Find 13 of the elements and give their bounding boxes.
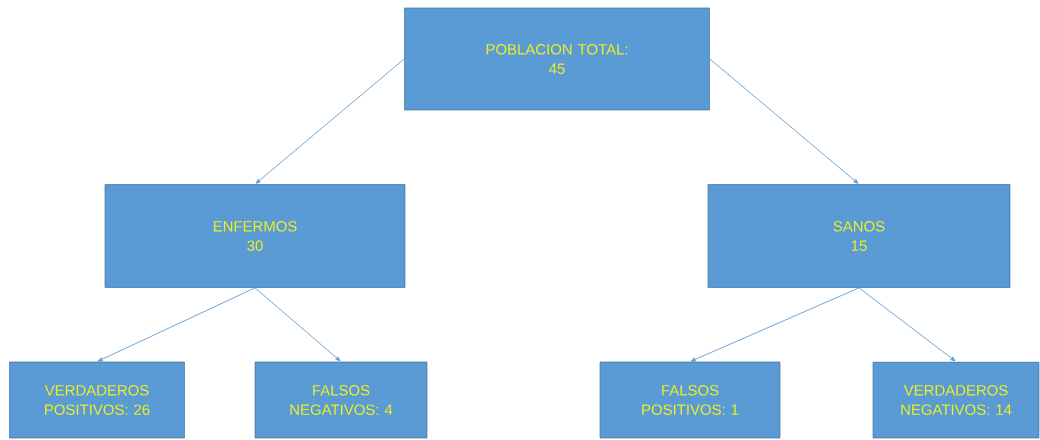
arrow	[690, 287, 860, 362]
process-box: VERDADEROS POSITIVOS: 26	[9, 361, 185, 439]
process-box: SANOS 15	[707, 184, 1011, 288]
arrow	[255, 58, 405, 184]
process-box: ENFERMOS 30	[104, 184, 406, 288]
process-box: FALSOS POSITIVOS: 1	[599, 361, 781, 439]
process-box: FALSOS NEGATIVOS: 4	[254, 361, 428, 439]
arrow	[709, 58, 859, 184]
arrow	[254, 287, 341, 362]
arrow	[858, 287, 956, 362]
process-box: VERDADEROS NEGATIVOS: 14	[872, 361, 1040, 439]
arrow	[97, 287, 256, 362]
process-box: POBLACION TOTAL: 45	[404, 7, 710, 111]
